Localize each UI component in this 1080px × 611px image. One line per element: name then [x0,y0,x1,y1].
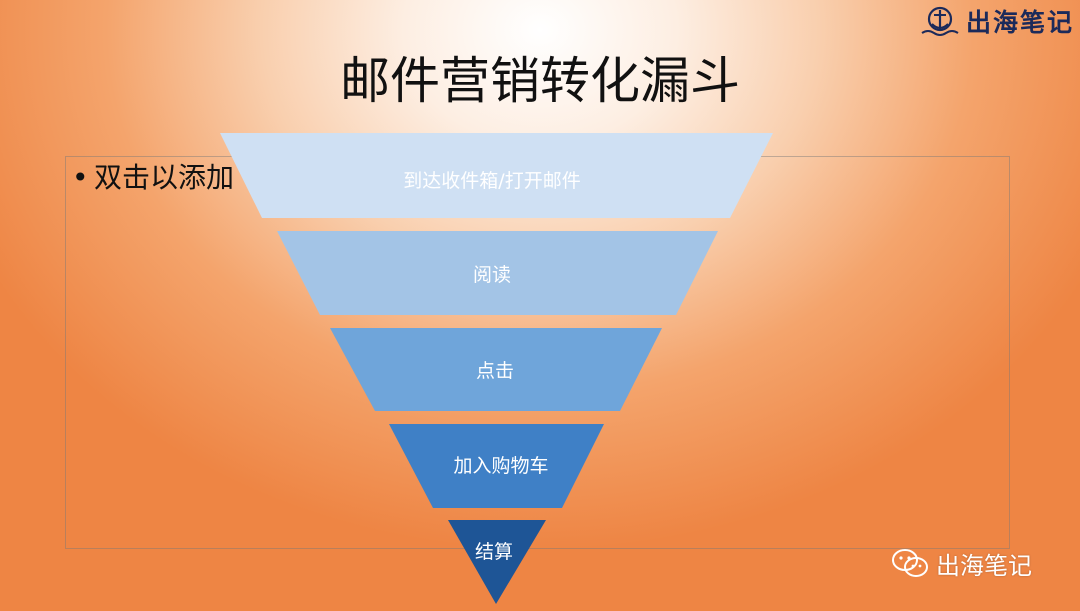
wechat-watermark: 出海笔记 [890,545,1032,581]
funnel-stage-5 [448,520,546,604]
funnel-stage-2-label: 阅读 [472,264,512,286]
funnel-stage-3 [330,328,662,411]
brand-logo-text: 出海笔记 [965,8,1074,37]
funnel-stage-1-label: 到达收件箱/打开邮件 [403,170,581,192]
watermark-text: 出海笔记 [936,551,1032,580]
brand-logo: 出海笔记 [920,4,1074,38]
funnel-stage-3-label: 点击 [475,360,515,382]
funnel-stage-4-label: 加入购物车 [453,455,549,477]
funnel-stage-2 [277,231,718,315]
wechat-icon [892,549,928,577]
content-placeholder-text[interactable]: •双击以添加 [72,158,234,198]
funnel-stage-4 [389,424,604,508]
bullet-point: • [72,161,89,194]
funnel-stage-5-label: 结算 [474,541,514,563]
placeholder-label: 双击以添加 [94,161,235,194]
funnel-stage-1 [220,133,773,218]
slide-title: 邮件营销转化漏斗 [340,52,740,110]
anchor-icon [921,6,959,36]
